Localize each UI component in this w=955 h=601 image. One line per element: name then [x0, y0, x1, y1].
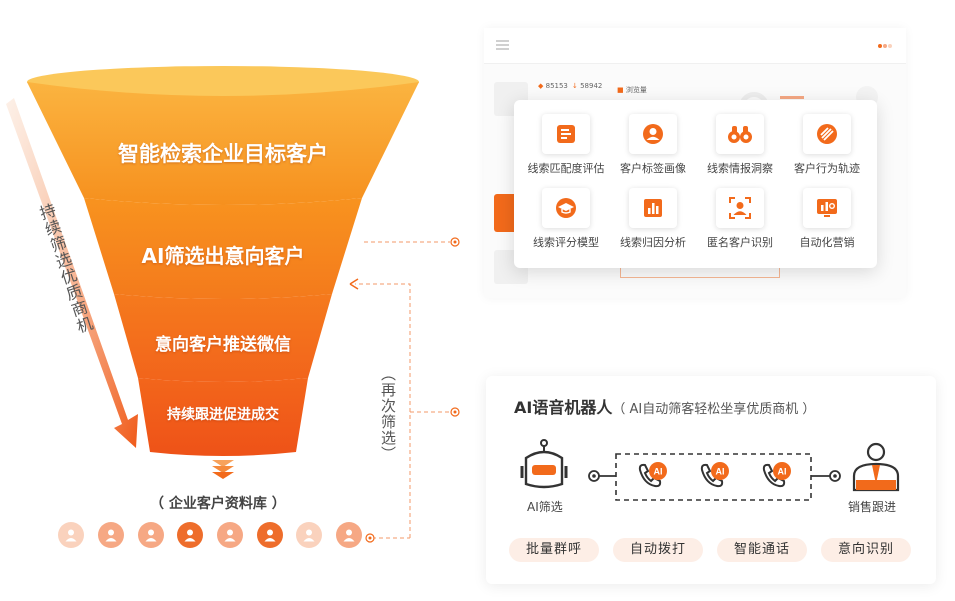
customer-avatar	[177, 522, 203, 548]
feature-item: 线索匹配度评估	[524, 114, 608, 176]
sales-followup-label: 销售跟进	[848, 500, 897, 514]
pill-smart-call: 智能通话	[717, 538, 807, 562]
binoculars-icon	[728, 126, 752, 143]
user-icon	[184, 529, 196, 542]
funnel-stage-3-label: 意向客户推送微信	[155, 335, 291, 355]
salesperson-icon	[852, 442, 900, 492]
feature-item: 匿名客户识别	[698, 188, 782, 250]
customer-avatar	[336, 522, 362, 548]
user-icon	[343, 529, 355, 542]
ai-call-icon: AI	[638, 462, 667, 488]
feature-card: 线索匹配度评估 客户标签画像 线索情报洞察 客户行为轨迹 线索评分模型 线索归因…	[514, 100, 877, 268]
funnel-stage-1	[27, 82, 419, 205]
pill-batch-call: 批量群呼	[509, 538, 599, 562]
ai-call-icon: AI	[762, 462, 791, 488]
customer-avatar	[296, 522, 322, 548]
scan-user-icon	[729, 197, 751, 219]
feature-item: 客户行为轨迹	[785, 114, 869, 176]
user-profile-icon	[643, 124, 663, 144]
feature-item: 线索评分模型	[524, 188, 608, 250]
marketing-icon	[817, 199, 837, 217]
track-icon	[817, 124, 837, 144]
ai-call-icon: AI	[700, 462, 729, 488]
funnel-stage-4-label: 持续跟进促进成交	[167, 407, 279, 423]
database-label: （ 企业客户资料库 ）	[150, 496, 286, 512]
user-icon	[65, 529, 77, 542]
document-icon	[557, 125, 575, 143]
robot-flow-diagram: AI AI AI	[520, 439, 900, 501]
funnel-graphic	[6, 66, 460, 543]
side-arrow	[6, 98, 138, 448]
pill-auto-dial: 自动拨打	[613, 538, 703, 562]
funnel-stage-1-label: 智能检索企业目标客户	[118, 142, 328, 166]
pill-intent-recognition: 意向识别	[821, 538, 911, 562]
rescreen-arrowhead	[349, 278, 359, 290]
rescreen-label: （再次筛选）	[379, 366, 397, 462]
graduation-cap-icon	[556, 198, 576, 218]
feature-item: 客户标签画像	[611, 114, 695, 176]
svg-text:AI: AI	[778, 467, 787, 477]
funnel-stage-4	[138, 378, 308, 456]
customer-avatar	[138, 522, 164, 548]
svg-text:AI: AI	[654, 467, 663, 477]
stat-1: ◆ 85153	[538, 82, 568, 90]
customer-avatar	[98, 522, 124, 548]
customer-avatar	[217, 522, 243, 548]
feature-item: 自动化营销	[785, 188, 869, 250]
down-chevrons-icon	[212, 460, 236, 479]
feature-item: 线索情报洞察	[698, 114, 782, 176]
robot-icon	[520, 439, 568, 489]
stat-2: ↓ 58942	[572, 82, 603, 90]
robot-title: AI语音机器人（ AI自动筛客轻松坐享优质商机 ）	[514, 398, 816, 417]
menu-icon	[496, 40, 509, 42]
svg-text:AI: AI	[716, 467, 725, 477]
rescreen-connector	[355, 283, 411, 538]
bar-chart-icon	[644, 199, 662, 217]
user-icon	[264, 529, 276, 542]
ai-screening-label: AI筛选	[527, 500, 563, 514]
funnel-stage-2-label: AI筛选出意向客户	[141, 244, 305, 268]
customer-avatar	[58, 522, 84, 548]
feature-item: 线索归因分析	[611, 188, 695, 250]
funnel-stage-2	[84, 198, 362, 299]
funnel-rim	[27, 66, 419, 98]
user-icon	[105, 529, 117, 542]
stat-3: ■ 浏览量	[617, 86, 647, 94]
user-icon	[145, 529, 157, 542]
funnel-stage-3	[114, 294, 332, 382]
dots-icon	[878, 44, 882, 48]
user-icon	[303, 529, 315, 542]
customer-avatar	[257, 522, 283, 548]
user-icon	[224, 529, 236, 542]
